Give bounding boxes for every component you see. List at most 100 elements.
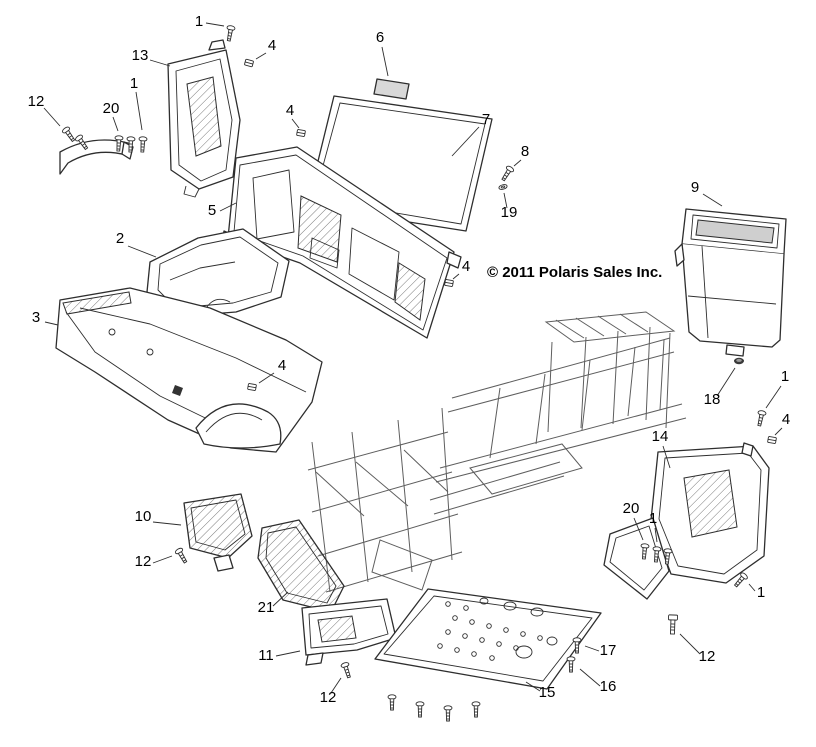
leader-line-9	[702, 193, 723, 207]
leader-line-13	[149, 59, 171, 67]
callout-16: 16	[600, 678, 617, 695]
parts-layer	[55, 39, 787, 690]
leader-line-20	[633, 517, 644, 541]
callout-5: 5	[208, 202, 216, 219]
callout-4: 4	[268, 37, 276, 54]
callout-20: 20	[103, 100, 120, 117]
callout-1: 1	[649, 510, 657, 527]
fastener-layer	[62, 25, 777, 722]
rear-panel	[221, 146, 462, 339]
screw-fastener	[174, 547, 188, 564]
callout-1: 1	[130, 75, 138, 92]
callout-15: 15	[539, 684, 556, 701]
screw-fastener	[387, 694, 397, 711]
leader-line-1	[748, 583, 756, 592]
screw-fastener	[138, 136, 148, 153]
leader-line-4	[291, 118, 300, 129]
leader-line-17	[584, 645, 600, 652]
lower-bracket	[301, 598, 397, 666]
clip-fastener	[296, 129, 306, 137]
screw-fastener	[471, 701, 481, 718]
copyright-text: © 2011 Polaris Sales Inc.	[487, 264, 662, 281]
screw-fastener	[75, 134, 89, 151]
callout-12: 12	[28, 93, 45, 110]
leader-line-1	[205, 22, 225, 27]
screw-fastener	[733, 572, 748, 588]
callout-11: 11	[258, 647, 274, 664]
callout-6: 6	[376, 29, 384, 46]
callout-4: 4	[278, 357, 286, 374]
leader-line-7	[451, 126, 480, 157]
callout-12: 12	[699, 648, 716, 665]
nut-fastener	[734, 357, 744, 365]
screw-fastener	[501, 165, 515, 182]
clip-fastener	[444, 279, 454, 287]
screw-fastener	[652, 546, 662, 563]
screw-fastener	[572, 637, 582, 654]
callout-3: 3	[32, 309, 40, 326]
callout-12: 12	[320, 689, 337, 706]
callout-12: 12	[135, 553, 152, 570]
screw-fastener	[126, 136, 136, 153]
skid-plate	[374, 588, 602, 690]
leader-line-4	[258, 372, 275, 384]
screw-fastener	[62, 126, 76, 143]
callout-1: 1	[781, 368, 789, 385]
callout-1: 1	[757, 584, 765, 601]
callout-17: 17	[600, 642, 617, 659]
callout-4: 4	[462, 258, 470, 275]
leader-line-12	[152, 555, 173, 564]
chassis-frame	[307, 311, 687, 593]
clip-fastener	[244, 58, 254, 68]
callout-4: 4	[286, 102, 294, 119]
leader-line-6	[381, 46, 389, 77]
screw-fastener	[757, 410, 767, 427]
callout-10: 10	[135, 508, 152, 525]
washer-fastener	[498, 184, 508, 190]
leader-line-12	[679, 633, 701, 655]
callout-4: 4	[782, 411, 790, 428]
leader-line-10	[152, 521, 182, 526]
bolt-fastener	[668, 614, 679, 635]
screw-fastener	[443, 705, 453, 722]
callout-19: 19	[501, 204, 518, 221]
screw-fastener	[226, 25, 236, 42]
leader-line-15	[525, 681, 541, 692]
leader-line-18	[716, 367, 736, 397]
storage-box	[674, 208, 787, 357]
clip-fastener	[767, 436, 777, 444]
leader-line-5	[219, 202, 237, 212]
callout-14: 14	[652, 428, 669, 445]
callout-13: 13	[132, 47, 149, 64]
leader-line-4	[452, 273, 460, 280]
screw-fastener	[415, 701, 425, 718]
leader-line-21	[272, 591, 289, 607]
callout-21: 21	[258, 599, 275, 616]
callout-9: 9	[691, 179, 699, 196]
side-panel-right	[603, 442, 770, 600]
leader-line-16	[579, 668, 601, 687]
leader-line-4	[255, 52, 267, 60]
leader-line-20	[112, 116, 119, 132]
leader-line-11	[275, 650, 301, 657]
screw-fastener	[566, 656, 576, 673]
callout-7: 7	[482, 111, 490, 128]
leader-line-19	[503, 192, 508, 209]
door-panel-left	[167, 39, 241, 198]
callout-2: 2	[116, 230, 124, 247]
leader-line-14	[662, 445, 671, 469]
leader-line-3	[44, 321, 59, 326]
screw-fastener	[640, 543, 650, 560]
callout-20: 20	[623, 500, 640, 517]
leader-line-1	[654, 527, 658, 543]
support-bracket-left	[59, 139, 134, 175]
callout-1: 1	[195, 13, 203, 30]
leader-line-12	[330, 677, 342, 694]
screw-fastener	[663, 548, 673, 565]
screw-fastener	[114, 135, 124, 152]
leader-line-1	[135, 91, 143, 131]
callout-18: 18	[704, 391, 721, 408]
decal-label	[373, 78, 410, 100]
leader-line-1	[765, 385, 782, 409]
